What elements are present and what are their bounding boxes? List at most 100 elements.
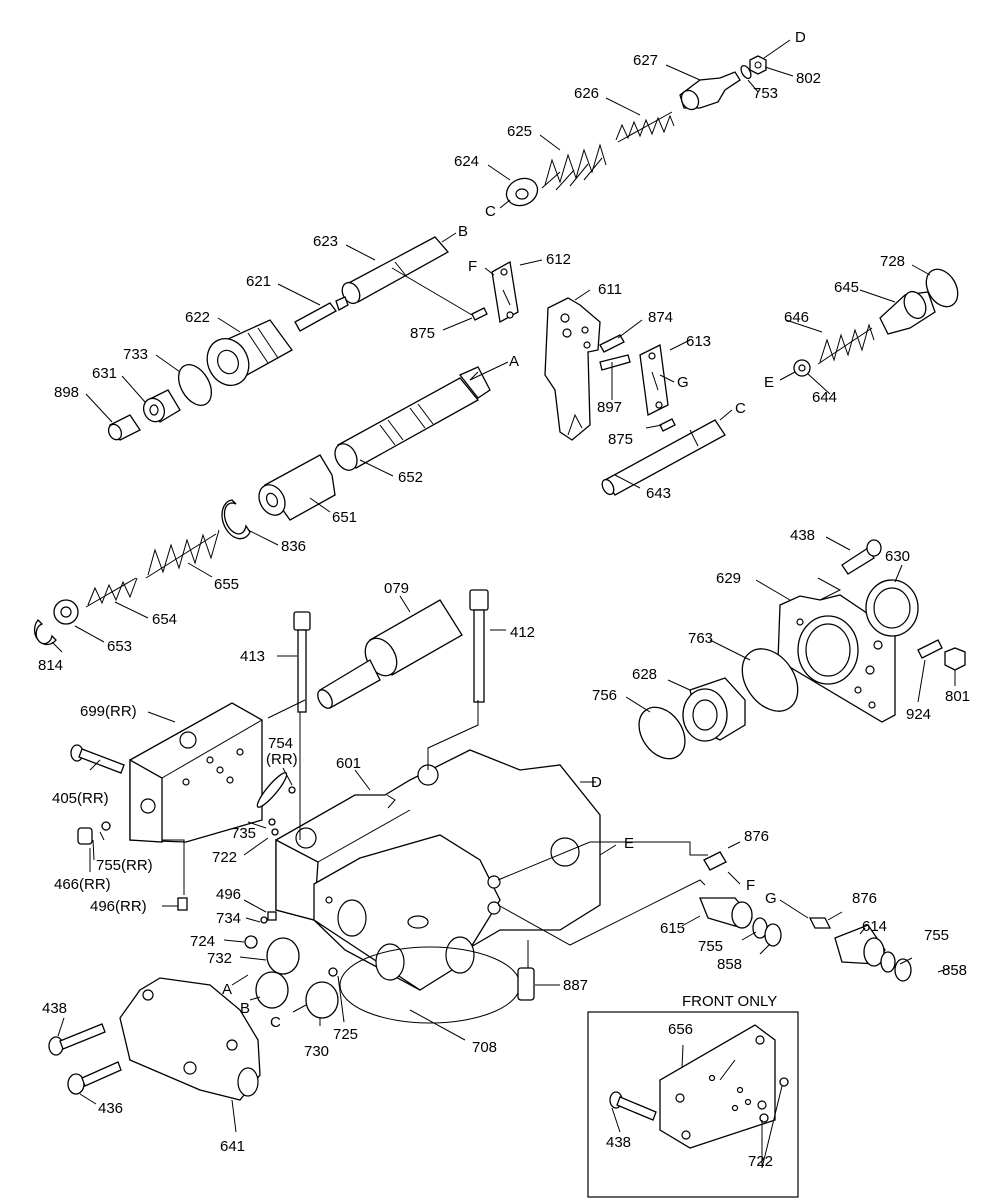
label-754-rr: (RR) [266,751,298,768]
oring-735 [268,818,276,826]
label-756: 756 [592,687,617,704]
seat-653 [53,599,79,625]
oring-755-b [880,951,896,973]
spring-654 [85,577,138,608]
label-438-left: 438 [42,1000,67,1017]
block-699 [129,702,263,843]
oring-725 [328,967,338,977]
label-B-732: B [240,1000,250,1017]
label-613: 613 [686,333,711,350]
label-874: 874 [648,309,673,326]
bolt-405 [70,744,125,774]
oring-756 [638,706,686,760]
label-763: 763 [688,630,713,647]
label-802: 802 [796,70,821,87]
label-876-a: 876 [744,828,769,845]
label-629: 629 [716,570,741,587]
label-601: 601 [336,755,361,772]
label-614: 614 [862,918,887,935]
label-722-a: 722 [212,849,237,866]
leader-lines [51,39,956,1169]
label-858-a: 858 [717,956,742,973]
oring-728 [925,268,959,308]
oring-732 [266,937,300,975]
label-630: 630 [885,548,910,565]
label-722-b: 722 [748,1153,773,1170]
label-436: 436 [98,1100,123,1117]
label-C-730: C [270,1014,281,1031]
label-651: 651 [332,509,357,526]
pin-496rr [177,897,188,911]
label-front-only: FRONT ONLY [682,993,777,1010]
label-628: 628 [632,666,657,683]
label-412: 412 [510,624,535,641]
label-625: 625 [507,123,532,140]
label-643: 643 [646,485,671,502]
front-only-box [587,1011,799,1198]
adjuster-627 [679,71,741,111]
oring-724 [244,935,258,949]
label-753: 753 [753,85,778,102]
oring-763 [741,648,799,712]
pin-496 [267,911,277,921]
label-626: 626 [574,85,599,102]
label-F-612: F [468,258,477,275]
label-D-top: D [795,29,806,46]
plug-615 [699,897,753,929]
label-755-b: 755 [924,927,949,944]
label-438-top: 438 [790,527,815,544]
label-E-body: E [624,835,634,852]
label-C-624: C [485,203,496,220]
nut-802 [749,55,767,75]
label-887: 887 [563,977,588,994]
nut-801 [944,647,966,671]
spring-626 [615,111,675,143]
plug-628 [682,677,746,742]
label-466: 466(RR) [54,876,111,893]
label-646: 646 [784,309,809,326]
oring-722-b1 [779,1077,789,1087]
spring-655 [145,529,220,579]
label-624: 624 [454,153,479,170]
oring-753 [740,64,752,80]
part-labels: D 802 627 753 626 625 624 C B 623 612 F … [38,29,970,1170]
label-755-a: 755 [698,938,723,955]
plate-656 [659,1024,776,1149]
label-496: 496 [216,886,241,903]
label-438-front: 438 [606,1134,631,1151]
piston-651 [258,454,336,521]
seat-624 [505,177,539,207]
label-413: 413 [240,648,265,665]
bolt-413 [293,611,311,713]
label-611: 611 [598,281,622,298]
pin-875-b [659,418,676,432]
ring-630 [865,579,919,637]
label-C-643: C [735,400,746,417]
label-653: 653 [107,638,132,655]
label-733: 733 [123,346,148,363]
oring-732-b [255,971,289,1009]
label-645: 645 [834,279,859,296]
label-724: 724 [190,933,215,950]
plug-614 [834,924,886,967]
label-876-b: 876 [852,890,877,907]
label-D-body: D [591,774,602,791]
label-631: 631 [92,365,117,382]
spool-643 [601,419,726,496]
oring-722-b2 [759,1113,769,1123]
label-652: 652 [398,469,423,486]
label-924: 924 [906,706,931,723]
label-836: 836 [281,538,306,555]
label-875-a: 875 [410,325,435,342]
washer-644 [793,359,811,377]
label-F-876: F [746,877,755,894]
label-858-b: 858 [942,962,967,979]
label-623: 623 [313,233,338,250]
ring-858-a [764,923,782,947]
label-656: 656 [668,1021,693,1038]
bolt-438-top [841,539,882,575]
label-496rr: 496(RR) [90,898,147,915]
body-601 [275,749,601,991]
label-875-b: 875 [608,431,633,448]
spring-625 [541,143,607,191]
